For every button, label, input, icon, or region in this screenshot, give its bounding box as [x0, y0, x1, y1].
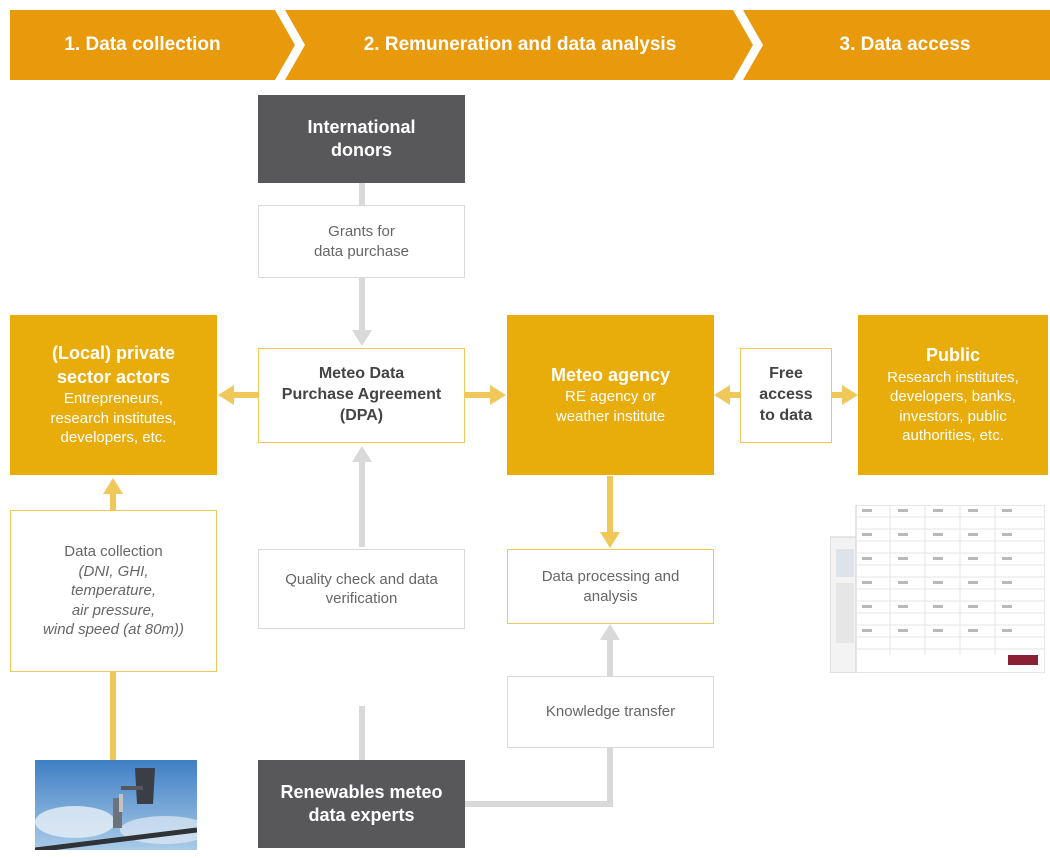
- header-chevron-bar: [10, 10, 1050, 80]
- data-collection-box: Data collection (DNI, GHI, temperature, …: [10, 510, 217, 672]
- weather-station-photo: [35, 760, 197, 850]
- international-donors-box: International donors: [258, 95, 465, 183]
- knowledge-transfer-box: Knowledge transfer: [507, 676, 714, 748]
- private-sector-box: (Local) private sector actors Entreprene…: [10, 315, 217, 475]
- quality-check-box: Quality check and data verification: [258, 549, 465, 629]
- step-1-label: 1. Data collection: [64, 34, 221, 55]
- dpa-box: Meteo Data Purchase Agreement (DPA): [258, 348, 465, 443]
- step-2-label: 2. Remuneration and data analysis: [363, 34, 677, 55]
- grants-box: Grants for data purchase: [258, 205, 465, 278]
- public-box: Public Research institutes, developers, …: [858, 315, 1048, 475]
- data-table-image: [830, 505, 1045, 673]
- free-access-box: Free access to data: [740, 348, 832, 443]
- meteo-agency-box: Meteo agency RE agency or weather instit…: [507, 315, 714, 475]
- data-processing-box: Data processing and analysis: [507, 549, 714, 624]
- experts-box: Renewables meteo data experts: [258, 760, 465, 848]
- step-3-label: 3. Data access: [839, 34, 971, 55]
